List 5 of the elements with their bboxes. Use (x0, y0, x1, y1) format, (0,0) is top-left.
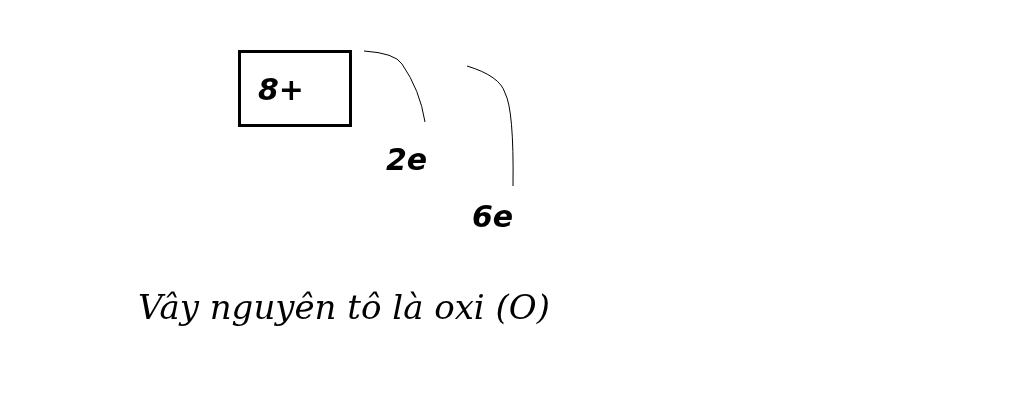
nucleus-charge: 8+ (258, 73, 304, 107)
electron-count: 2e (386, 143, 428, 177)
electron-count: 6e (472, 200, 514, 234)
conclusion-text: Vây nguyên tô là oxi (O) (138, 286, 550, 328)
nucleus-box (238, 50, 352, 127)
